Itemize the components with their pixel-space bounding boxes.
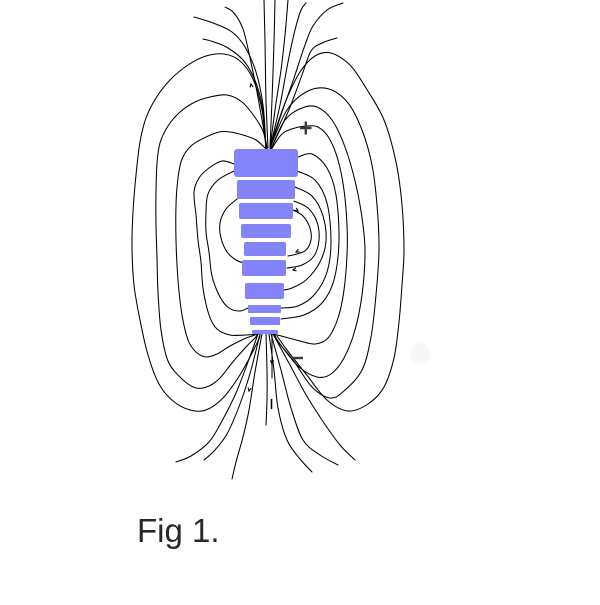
svg-text:Fig 1.: Fig 1. <box>137 512 220 549</box>
